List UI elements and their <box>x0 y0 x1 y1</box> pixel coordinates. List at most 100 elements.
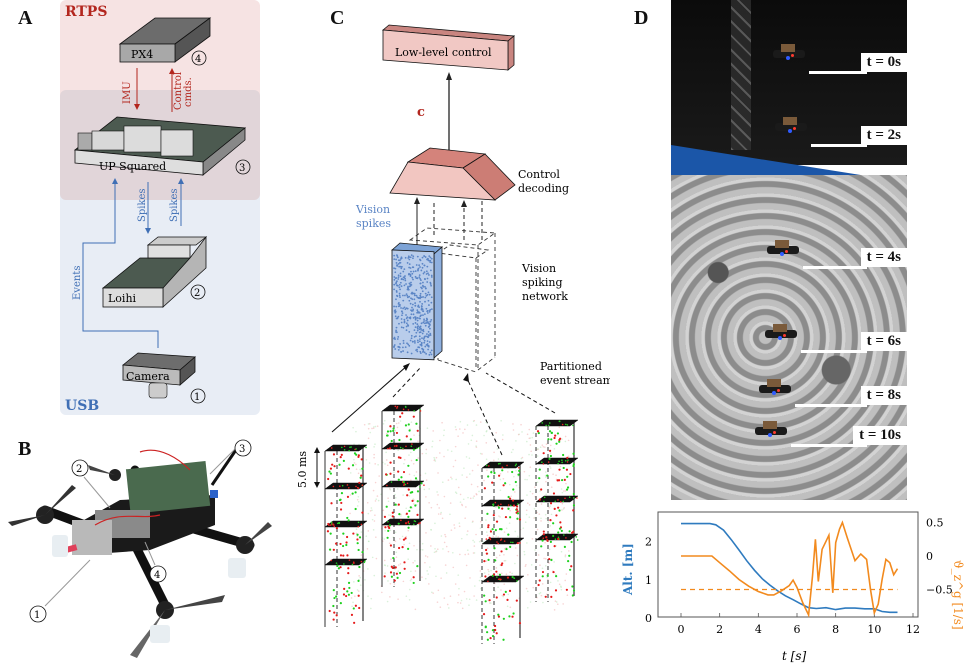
callout-3: 3 <box>239 163 245 174</box>
vision-network-block <box>391 242 443 361</box>
event-dot <box>565 588 568 591</box>
spike-dot <box>429 327 431 330</box>
drone-callout-4: 4 <box>154 570 160 581</box>
spike-dot <box>410 313 413 316</box>
event-dot <box>546 539 549 542</box>
event-dot <box>401 546 404 549</box>
event-dot <box>394 566 397 569</box>
spike-dot <box>419 300 421 303</box>
spike-dot <box>428 304 430 306</box>
event-dot <box>550 438 553 441</box>
event-dot <box>552 570 555 574</box>
timestamp-leader <box>803 266 867 269</box>
event-dot <box>488 536 491 539</box>
spike-dot <box>415 331 418 334</box>
event-dot <box>497 615 501 618</box>
spike-dot <box>393 305 395 308</box>
spike-dot <box>410 297 412 300</box>
event-dot <box>416 513 419 517</box>
event-dot <box>397 522 400 525</box>
event-dot <box>415 458 418 462</box>
timestamp-leader <box>791 444 867 447</box>
event-dot <box>558 527 562 530</box>
event-dot <box>361 467 364 470</box>
event-dot <box>500 563 503 567</box>
spike-dot <box>395 289 398 292</box>
spike-dot <box>412 316 415 319</box>
spike-dot <box>398 322 400 325</box>
camera-device: Camera <box>121 352 196 399</box>
event-dot <box>409 438 412 441</box>
spike-dot <box>412 278 414 281</box>
event-dot <box>488 599 491 602</box>
spike-dot <box>426 310 429 312</box>
event-dot <box>360 458 363 461</box>
event-dot <box>518 469 521 472</box>
spike-dot <box>420 308 423 311</box>
event-stream-columns <box>324 404 579 644</box>
spike-dot <box>396 264 399 266</box>
spike-dot <box>408 316 411 319</box>
event-dot <box>332 548 335 551</box>
snn-pipeline-diagram: Low-level control c Control decoding Vis… <box>296 24 610 644</box>
spike-dot <box>423 320 425 322</box>
event-dot <box>408 509 411 513</box>
event-frame <box>535 533 579 541</box>
x-tick-label: 0 <box>678 623 685 636</box>
event-dot <box>394 503 397 506</box>
event-dot <box>504 482 507 485</box>
spikes-up-label: Spikes <box>169 188 180 222</box>
event-dot <box>558 468 561 471</box>
event-dot <box>391 511 394 514</box>
event-dot <box>511 470 514 474</box>
event-dot <box>339 566 342 569</box>
spike-dot <box>430 257 433 260</box>
spike-dot <box>400 310 403 313</box>
spike-dot <box>401 312 404 315</box>
event-dot <box>555 514 558 517</box>
event-dot <box>335 595 338 598</box>
event-dot <box>339 508 343 511</box>
spike-dot <box>411 303 414 306</box>
spike-dot <box>408 299 411 302</box>
spike-dot <box>415 277 418 280</box>
y2-tick-label: 0.5 <box>926 517 944 530</box>
event-dot <box>397 503 400 506</box>
event-dot <box>545 536 548 539</box>
event-dot <box>391 515 394 518</box>
event-dot <box>392 429 395 432</box>
spike-dot <box>421 337 423 340</box>
event-dot <box>357 594 360 597</box>
event-dot <box>352 607 355 610</box>
spike-dot <box>393 276 396 278</box>
event-dot <box>354 604 357 607</box>
spike-dot <box>422 328 425 331</box>
event-dot <box>514 480 517 484</box>
event-dot <box>487 475 490 478</box>
spike-dot <box>430 276 433 278</box>
event-dot <box>546 574 549 577</box>
spike-dot <box>420 322 423 325</box>
spike-dot <box>415 289 418 291</box>
spike-dot <box>418 340 421 343</box>
spike-dot <box>427 334 430 336</box>
event-dot <box>327 522 330 526</box>
event-dot <box>491 629 495 632</box>
event-dot <box>333 465 336 468</box>
event-dot <box>409 506 412 509</box>
event-dot <box>329 467 333 470</box>
spike-dot <box>408 263 411 266</box>
event-dot <box>403 567 406 570</box>
event-dot <box>397 546 401 550</box>
up-squared-label: UP Squared <box>99 160 166 173</box>
spike-dot <box>430 349 433 352</box>
spike-dot <box>393 258 396 261</box>
event-dot <box>393 579 396 582</box>
event-dot <box>538 498 541 501</box>
spike-dot <box>428 310 431 313</box>
spike-dot <box>427 348 430 351</box>
event-dot <box>501 469 504 472</box>
event-dot <box>571 594 574 597</box>
event-dot <box>485 552 488 555</box>
event-dot <box>497 506 501 509</box>
